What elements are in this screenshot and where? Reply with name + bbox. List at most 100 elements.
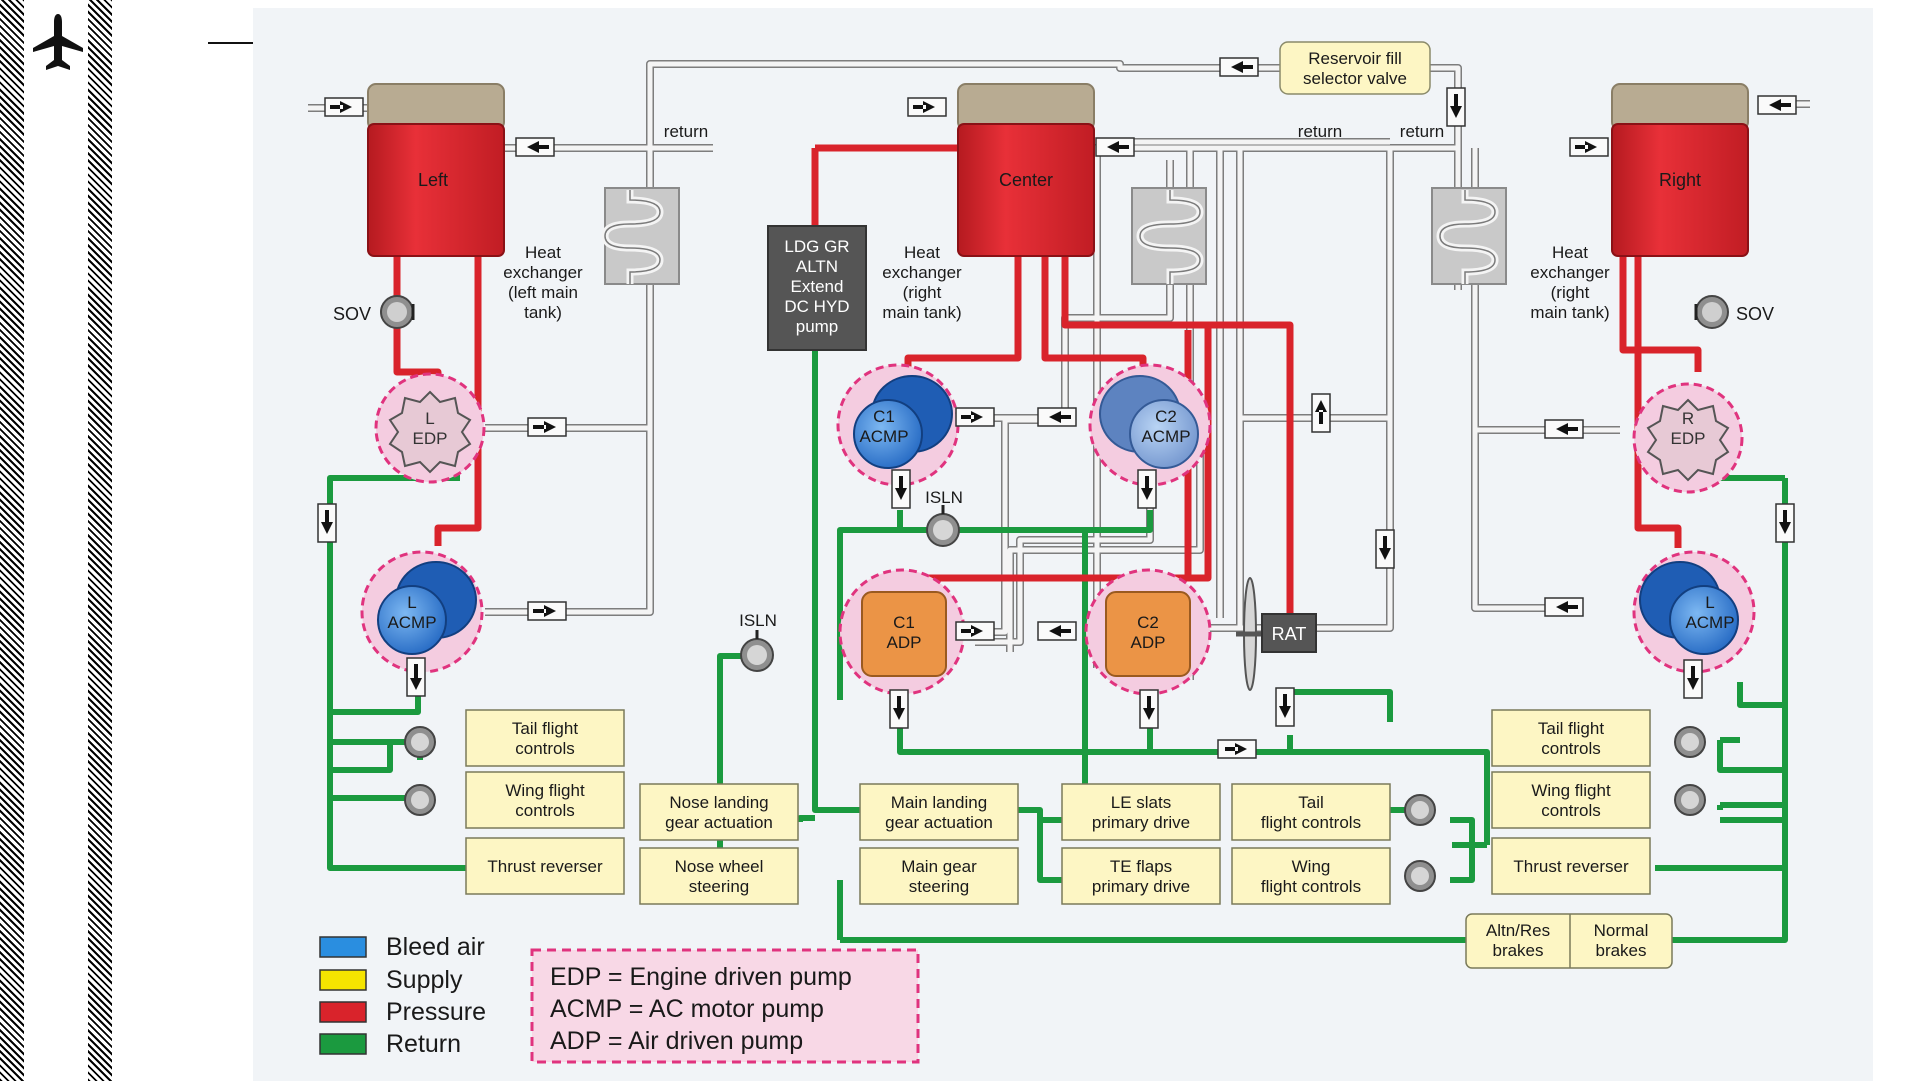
center-tank-label: Center [999,170,1053,190]
left-sov-label: SOV [333,304,371,324]
heat-exchanger-labels: Heat exchanger (left main tank) Heat exc… [503,243,1610,322]
isln-valve-upper[interactable]: ISLN [925,488,963,547]
c1-adp-label-2: ADP [887,633,922,652]
legend-label-return: Return [386,1030,461,1058]
c2-acmp-label-2: ACMP [1141,427,1190,446]
left-wing-fc-1: Wing flight [505,781,585,800]
abbrev-acmp: ACMP = AC motor pump [550,995,824,1023]
right-tank-label: Right [1659,170,1701,190]
c2-adp-label-1: C2 [1137,613,1159,632]
r-edp-label-1: R [1682,409,1694,428]
c1-acmp-label-2: ACMP [859,427,908,446]
r-edp-label-2: EDP [1671,429,1706,448]
l-edp-label-1: L [425,409,434,428]
left-tail-fc-box [465,709,625,767]
right-tail-fc-box [1491,709,1651,767]
center-hx-label-1: Heat [904,243,940,262]
left-hx-label-4: tank) [524,303,562,322]
legend-swatch-supply [319,969,367,991]
left-wing-fc-2: controls [515,801,575,820]
left-hx-label-3: (left main [508,283,578,302]
legend-label-supply: Supply [386,966,463,994]
right-hx-label-1: Heat [1552,243,1588,262]
r-acmp-label-1: L [1705,593,1714,612]
right-sov-label: SOV [1736,304,1774,324]
r-acmp-pump: L ACMP [1632,550,1756,674]
nose-steer-2: steering [689,877,749,896]
l-acmp-pump: L ACMP [360,550,484,674]
left-hx-label-1: Heat [525,243,561,262]
right-sov-valve[interactable]: SOV [1694,295,1774,329]
ldg-pump-label-5: pump [796,317,839,336]
legend-label-bleed: Bleed air [386,933,485,961]
right-hx-label-4: main tank) [1530,303,1609,322]
c1-acmp-label-1: C1 [873,407,895,426]
flow-arrow-heads [321,61,1791,755]
main-steer-1: Main gear [901,857,977,876]
l-edp-pump: L EDP [374,372,486,484]
right-wing-fc-box [1491,771,1651,829]
isln-valve-lower[interactable]: ISLN [739,611,777,672]
center-tail-fc-2: flight controls [1261,813,1361,832]
abbreviation-box: EDP = Engine driven pump ACMP = AC motor… [530,948,920,1064]
r-edp-pump: R EDP [1632,382,1744,494]
center-wing-fc-box [1231,847,1391,905]
right-hx-label-2: exchanger [1530,263,1610,282]
center-tail-fc-box [1231,783,1391,841]
right-heat-exchanger [1431,187,1507,285]
center-hx-label-2: exchanger [882,263,962,282]
airplane-icon [33,14,83,70]
center-hx-label-4: main tank) [882,303,961,322]
nose-gear-2: gear actuation [665,813,773,832]
le-slats-1: LE slats [1111,793,1171,812]
right-hatched-border [88,0,112,1081]
l-edp-label-2: EDP [413,429,448,448]
c2-adp-pump: C2 ADP [1084,568,1212,696]
right-thrust-rev-box [1491,837,1651,895]
right-hx-label-3: (right [1551,283,1590,302]
left-tail-fc-1: Tail flight [512,719,578,738]
legend: Bleed air Supply Pressure Return [319,933,486,1058]
rat-label: RAT [1272,624,1307,644]
reservoir-fill-selector-valve[interactable]: Reservoir fill selector valve [1279,41,1431,95]
r-acmp-label-2: ACMP [1685,613,1734,632]
c2-acmp-label-1: C2 [1155,407,1177,426]
c2-adp-label-2: ADP [1131,633,1166,652]
ldg-pump-label-1: LDG GR [784,237,849,256]
isln-lower-label: ISLN [739,611,777,630]
ldg-pump-label-4: DC HYD [784,297,849,316]
abbrev-edp: EDP = Engine driven pump [550,963,852,991]
ldg-pump-label-3: Extend [791,277,844,296]
center-users: Nose landing gear actuation Nose wheel s… [639,783,1391,905]
right-tail-fc-1: Tail flight [1538,719,1604,738]
le-slats-box [1061,783,1221,841]
legend-swatch-pressure [319,1001,367,1023]
c2-acmp-pump: C2 ACMP [1088,363,1212,487]
altn-brakes-2: brakes [1492,941,1543,960]
c1-adp-pump: C1 ADP [838,568,966,696]
l-acmp-label-1: L [407,593,416,612]
main-gear-box [859,783,1019,841]
right-tank: Right [1611,83,1749,257]
center-return-label: return [1298,122,1342,141]
right-tail-fc-2: controls [1541,739,1601,758]
altn-brakes-1: Altn/Res [1486,921,1550,940]
main-steer-box [859,847,1019,905]
left-sov-valve[interactable]: SOV [333,295,415,329]
left-thrust-rev: Thrust reverser [487,857,603,876]
le-slats-2: primary drive [1092,813,1190,832]
side-panel [24,0,88,1081]
main-gear-1: Main landing [891,793,987,812]
left-users: Tail flight controls Wing flight control… [465,709,625,895]
ldg-pump-label-2: ALTN [796,257,838,276]
left-thrust-rev-box [465,837,625,895]
normal-brakes-2: brakes [1595,941,1646,960]
normal-brakes-1: Normal [1594,921,1649,940]
nose-gear-1: Nose landing [669,793,768,812]
legend-swatch-bleed [319,936,367,958]
left-wing-fc-box [465,771,625,829]
te-flaps-1: TE flaps [1110,857,1172,876]
reservoir-valve-label-1: Reservoir fill [1308,49,1402,68]
right-return-label: return [1400,122,1444,141]
